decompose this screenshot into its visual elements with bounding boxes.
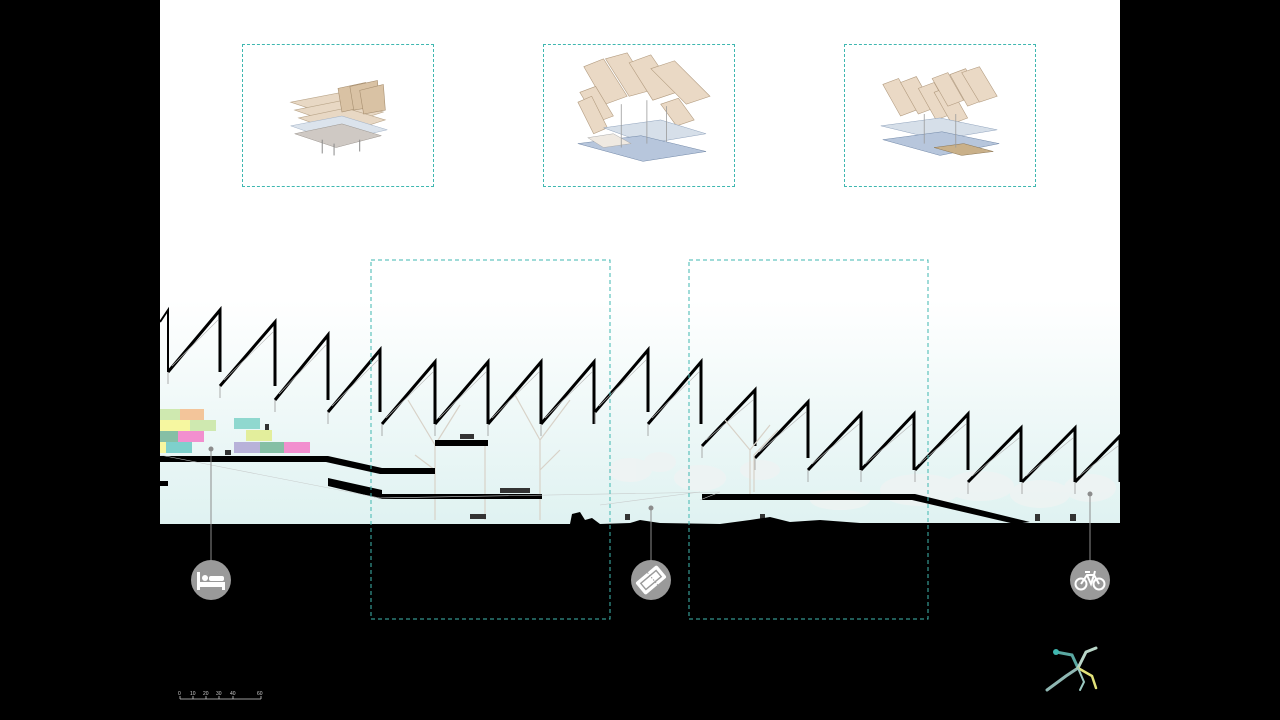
roof-hatch [811, 423, 860, 465]
roof-hatch [1078, 445, 1119, 477]
roof-hatch [705, 399, 754, 441]
axonometric-view-2 [543, 44, 735, 187]
roof-tooth [700, 386, 757, 448]
roof-hatch [171, 319, 219, 367]
bicycle-icon[interactable] [1070, 560, 1110, 600]
roof-hatch [598, 359, 647, 407]
roof-hatch [651, 371, 700, 419]
roof-tooth [166, 305, 222, 373]
roof-hatch [758, 411, 807, 453]
roof-tooth [486, 357, 543, 425]
callout-leaders [208, 446, 1093, 562]
bed-icon[interactable] [191, 560, 231, 600]
exploded-canopy-axonometric [880, 66, 1000, 156]
scale-tick-0: 0 [178, 691, 181, 697]
axonometric-view-1 [242, 44, 434, 187]
roof-hatch [438, 371, 487, 419]
ground-mass [160, 512, 1120, 720]
scale-bar: 0 10 20 30 40 60 [178, 691, 263, 700]
roof-tooth [753, 398, 810, 460]
section-focus-box-1 [370, 259, 611, 620]
roof-tooth [913, 410, 970, 472]
scale-tick-2: 20 [203, 691, 209, 697]
slide: 0 10 20 30 40 60 [160, 0, 1120, 720]
scale-tick-4: 40 [230, 691, 236, 697]
roof-hatch [385, 371, 434, 419]
roof-hatch [971, 437, 1020, 477]
scale-tick-3: 30 [216, 691, 222, 697]
roof-tooth [646, 357, 703, 425]
roof-hatch [864, 423, 913, 465]
roof-tooth [859, 410, 916, 472]
roof-tooth [539, 357, 596, 425]
roof-hatch [223, 331, 274, 381]
stacked-canopy-axonometric [289, 80, 389, 156]
scale-tick-5: 60 [257, 691, 263, 697]
roof-hatch [1025, 437, 1074, 477]
roof-tooth [593, 345, 650, 413]
roof-tooth [273, 330, 330, 401]
branching-tree-logo [1045, 646, 1098, 692]
roof-tooth [380, 357, 437, 425]
roof-hatch [278, 344, 327, 395]
program-blocks [160, 409, 310, 453]
roof-tooth [218, 317, 277, 387]
roof-tooth [326, 345, 382, 413]
ticket-icon[interactable] [631, 560, 671, 600]
roof-tooth [966, 424, 1023, 484]
ramp-stairs [329, 479, 363, 493]
roof-hatch [331, 359, 379, 407]
scale-tick-1: 10 [190, 691, 196, 697]
roof-tooth [433, 357, 490, 425]
roof-tooth [1020, 424, 1077, 484]
axonometric-view-3 [844, 44, 1036, 187]
exploded-canopy-axonometric [577, 52, 711, 162]
roof-tooth [806, 410, 863, 472]
roof-tooth [1073, 433, 1120, 484]
sawtooth-roof [160, 305, 1120, 494]
section-focus-box-2 [688, 259, 929, 620]
people-figures [225, 424, 1076, 521]
construction-lines [160, 454, 721, 506]
roof-hatch [918, 423, 967, 465]
tree-columns [407, 394, 779, 520]
roof-hatch [544, 371, 593, 419]
roof-tooth [160, 306, 169, 372]
